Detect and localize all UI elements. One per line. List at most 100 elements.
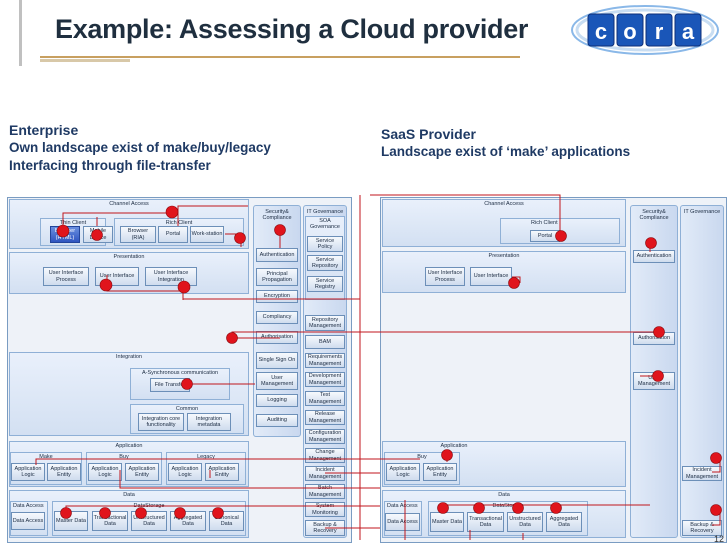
master-data-box: Master Data bbox=[54, 511, 88, 531]
cora-logo: c o r a bbox=[571, 5, 719, 55]
legacy-app-logic-box: Application Logic bbox=[168, 463, 202, 481]
logo-letter-tiles bbox=[587, 13, 702, 47]
service-registry-box: Service Registry bbox=[307, 276, 343, 292]
saas-authorisation-box: Authorisation bbox=[633, 332, 675, 345]
saas-rich-client-region: Rich Client bbox=[500, 218, 620, 244]
repository-management-box: Repository Management bbox=[305, 315, 345, 331]
system-monitoring-box: System Monitoring bbox=[305, 502, 345, 517]
saas-master-data-box: Master Data bbox=[430, 512, 464, 532]
saas-data-label: Data bbox=[498, 492, 510, 498]
saas-buy-label: Buy bbox=[417, 454, 427, 460]
compliancy-box: Compliancy bbox=[256, 311, 298, 324]
async-label: A-Synchronous communication bbox=[141, 370, 219, 376]
saas-heading-title: SaaS Provider bbox=[381, 126, 476, 142]
saas-it-governance-column: IT Governance bbox=[680, 205, 724, 538]
mobile-device-box: Mobile Device bbox=[83, 226, 113, 243]
saas-app-entity-box: Application Entity bbox=[423, 463, 457, 481]
make-label: Make bbox=[39, 454, 53, 460]
test-management-box: Test Management bbox=[305, 391, 345, 406]
unstructured-data-box: Unstructured Data bbox=[131, 511, 167, 531]
enterprise-heading: Enterprise Own landscape exist of make/b… bbox=[9, 121, 271, 175]
saas-ui-process-box: User Interface Process bbox=[425, 267, 465, 286]
release-management-box: Release Management bbox=[305, 410, 345, 425]
legacy-label: Legacy bbox=[197, 454, 215, 460]
user-interface-box: User Interface bbox=[95, 267, 139, 286]
portal-box: Portal bbox=[158, 226, 188, 243]
saas-data-access-box: Data Access bbox=[385, 513, 420, 531]
canonical-data-box: Canonical Data bbox=[209, 511, 244, 531]
presentation-label: Presentation bbox=[113, 254, 145, 260]
bam-box: BAM bbox=[305, 335, 345, 349]
title-side-bar bbox=[19, 0, 22, 66]
saas-authentication-box: Authentication bbox=[633, 250, 675, 263]
saas-user-interface-box: User Interface bbox=[470, 267, 512, 286]
logging-box: Logging bbox=[256, 394, 298, 407]
browser-html-box: Browser (HTML) bbox=[50, 226, 80, 243]
it-governance-label: IT Governance bbox=[306, 209, 344, 215]
page-number: 12 bbox=[713, 534, 724, 544]
security-label: Security& Compliance bbox=[262, 209, 292, 221]
enterprise-heading-line3: Interfacing through file-transfer bbox=[9, 158, 211, 173]
file-transfer-box: File Transfer bbox=[150, 378, 190, 392]
title-underline bbox=[40, 56, 520, 58]
make-app-entity-box: Application Entity bbox=[47, 463, 81, 481]
incident-management-box: Incident Management bbox=[305, 466, 345, 481]
integration-metadata-box: Integration metadata bbox=[187, 413, 231, 431]
encryption-box: Encryption bbox=[256, 290, 298, 303]
buy-label: Buy bbox=[119, 454, 129, 460]
logo-letter: o bbox=[623, 19, 636, 44]
saas-transactional-data-box: Transactional Data bbox=[467, 512, 504, 532]
requirements-management-box: Requirements Management bbox=[305, 353, 345, 368]
saas-application-label: Application bbox=[440, 443, 468, 449]
authorisation-box: Authorisation bbox=[256, 331, 298, 344]
integration-core-box: Integration core functionality bbox=[138, 413, 184, 431]
aggregated-data-box: Aggregated Data bbox=[170, 511, 206, 531]
saas-data-storage-label: DataStorage bbox=[492, 503, 524, 509]
saas-data-access-region-label: Data Access bbox=[387, 503, 418, 509]
legacy-app-entity-box: Application Entity bbox=[205, 463, 239, 481]
soa-governance-label: SOA Governance bbox=[310, 218, 340, 230]
ui-process-box: User Interface Process bbox=[43, 267, 89, 286]
saas-security-label: Security& Compliance bbox=[639, 209, 669, 221]
buy-app-logic-box: Application Logic bbox=[88, 463, 122, 481]
make-app-logic-box: Application Logic bbox=[11, 463, 45, 481]
transactional-data-box: Transactional Data bbox=[92, 511, 128, 531]
channel-access-label: Channel Access bbox=[109, 201, 149, 207]
data-label: Data bbox=[123, 492, 135, 498]
saas-presentation-label: Presentation bbox=[488, 253, 520, 259]
authentication-box: Authentication bbox=[256, 248, 298, 262]
development-management-box: Development Management bbox=[305, 372, 345, 387]
buy-app-entity-box: Application Entity bbox=[125, 463, 159, 481]
logo-letter: r bbox=[655, 19, 664, 44]
user-management-box: User Management bbox=[256, 372, 298, 390]
principal-propagation-box: Principal Propagation bbox=[256, 268, 298, 286]
backup-recovery-box: Backup & Recovery bbox=[305, 520, 345, 536]
ui-integration-box: User Interface Integration bbox=[145, 267, 197, 286]
service-repository-box: Service Repository bbox=[307, 255, 343, 271]
auditing-box: Auditing bbox=[256, 414, 298, 427]
browser-ria-box: Browser (RIA) bbox=[120, 226, 156, 243]
saas-unstructured-data-box: Unstructured Data bbox=[507, 512, 543, 532]
saas-incident-management-box: Incident Management bbox=[682, 466, 722, 481]
integration-label: Integration bbox=[116, 354, 142, 360]
batch-management-box: Batch Management bbox=[305, 484, 345, 499]
saas-aggregated-data-box: Aggregated Data bbox=[546, 512, 582, 532]
single-sign-on-box: Single Sign On bbox=[256, 352, 298, 369]
change-management-box: Change Management bbox=[305, 448, 345, 463]
application-label: Application bbox=[115, 443, 143, 449]
service-policy-box: Service Policy bbox=[307, 236, 343, 252]
saas-user-management-box: User Management bbox=[633, 372, 675, 390]
configuration-management-box: Configuration Management bbox=[305, 429, 345, 444]
saas-heading-line2: Landscape exist of ‘make’ applications bbox=[381, 144, 631, 159]
data-access-box: Data Access bbox=[11, 512, 45, 530]
data-storage-label: DataStorage bbox=[133, 503, 165, 509]
saas-channel-access-label: Channel Access bbox=[484, 201, 524, 207]
title-underline-accent bbox=[40, 59, 130, 62]
logo-letter: a bbox=[682, 19, 695, 44]
saas-heading: SaaS Provider Landscape exist of ‘make’ … bbox=[381, 125, 630, 161]
enterprise-heading-line2: Own landscape exist of make/buy/legacy bbox=[9, 140, 271, 155]
data-access-region-label: Data Access bbox=[13, 503, 44, 509]
workstation-box: Work-station bbox=[190, 226, 224, 243]
page-title: Example: Assessing a Cloud provider bbox=[55, 14, 529, 44]
saas-it-governance-label: IT Governance bbox=[683, 209, 721, 215]
